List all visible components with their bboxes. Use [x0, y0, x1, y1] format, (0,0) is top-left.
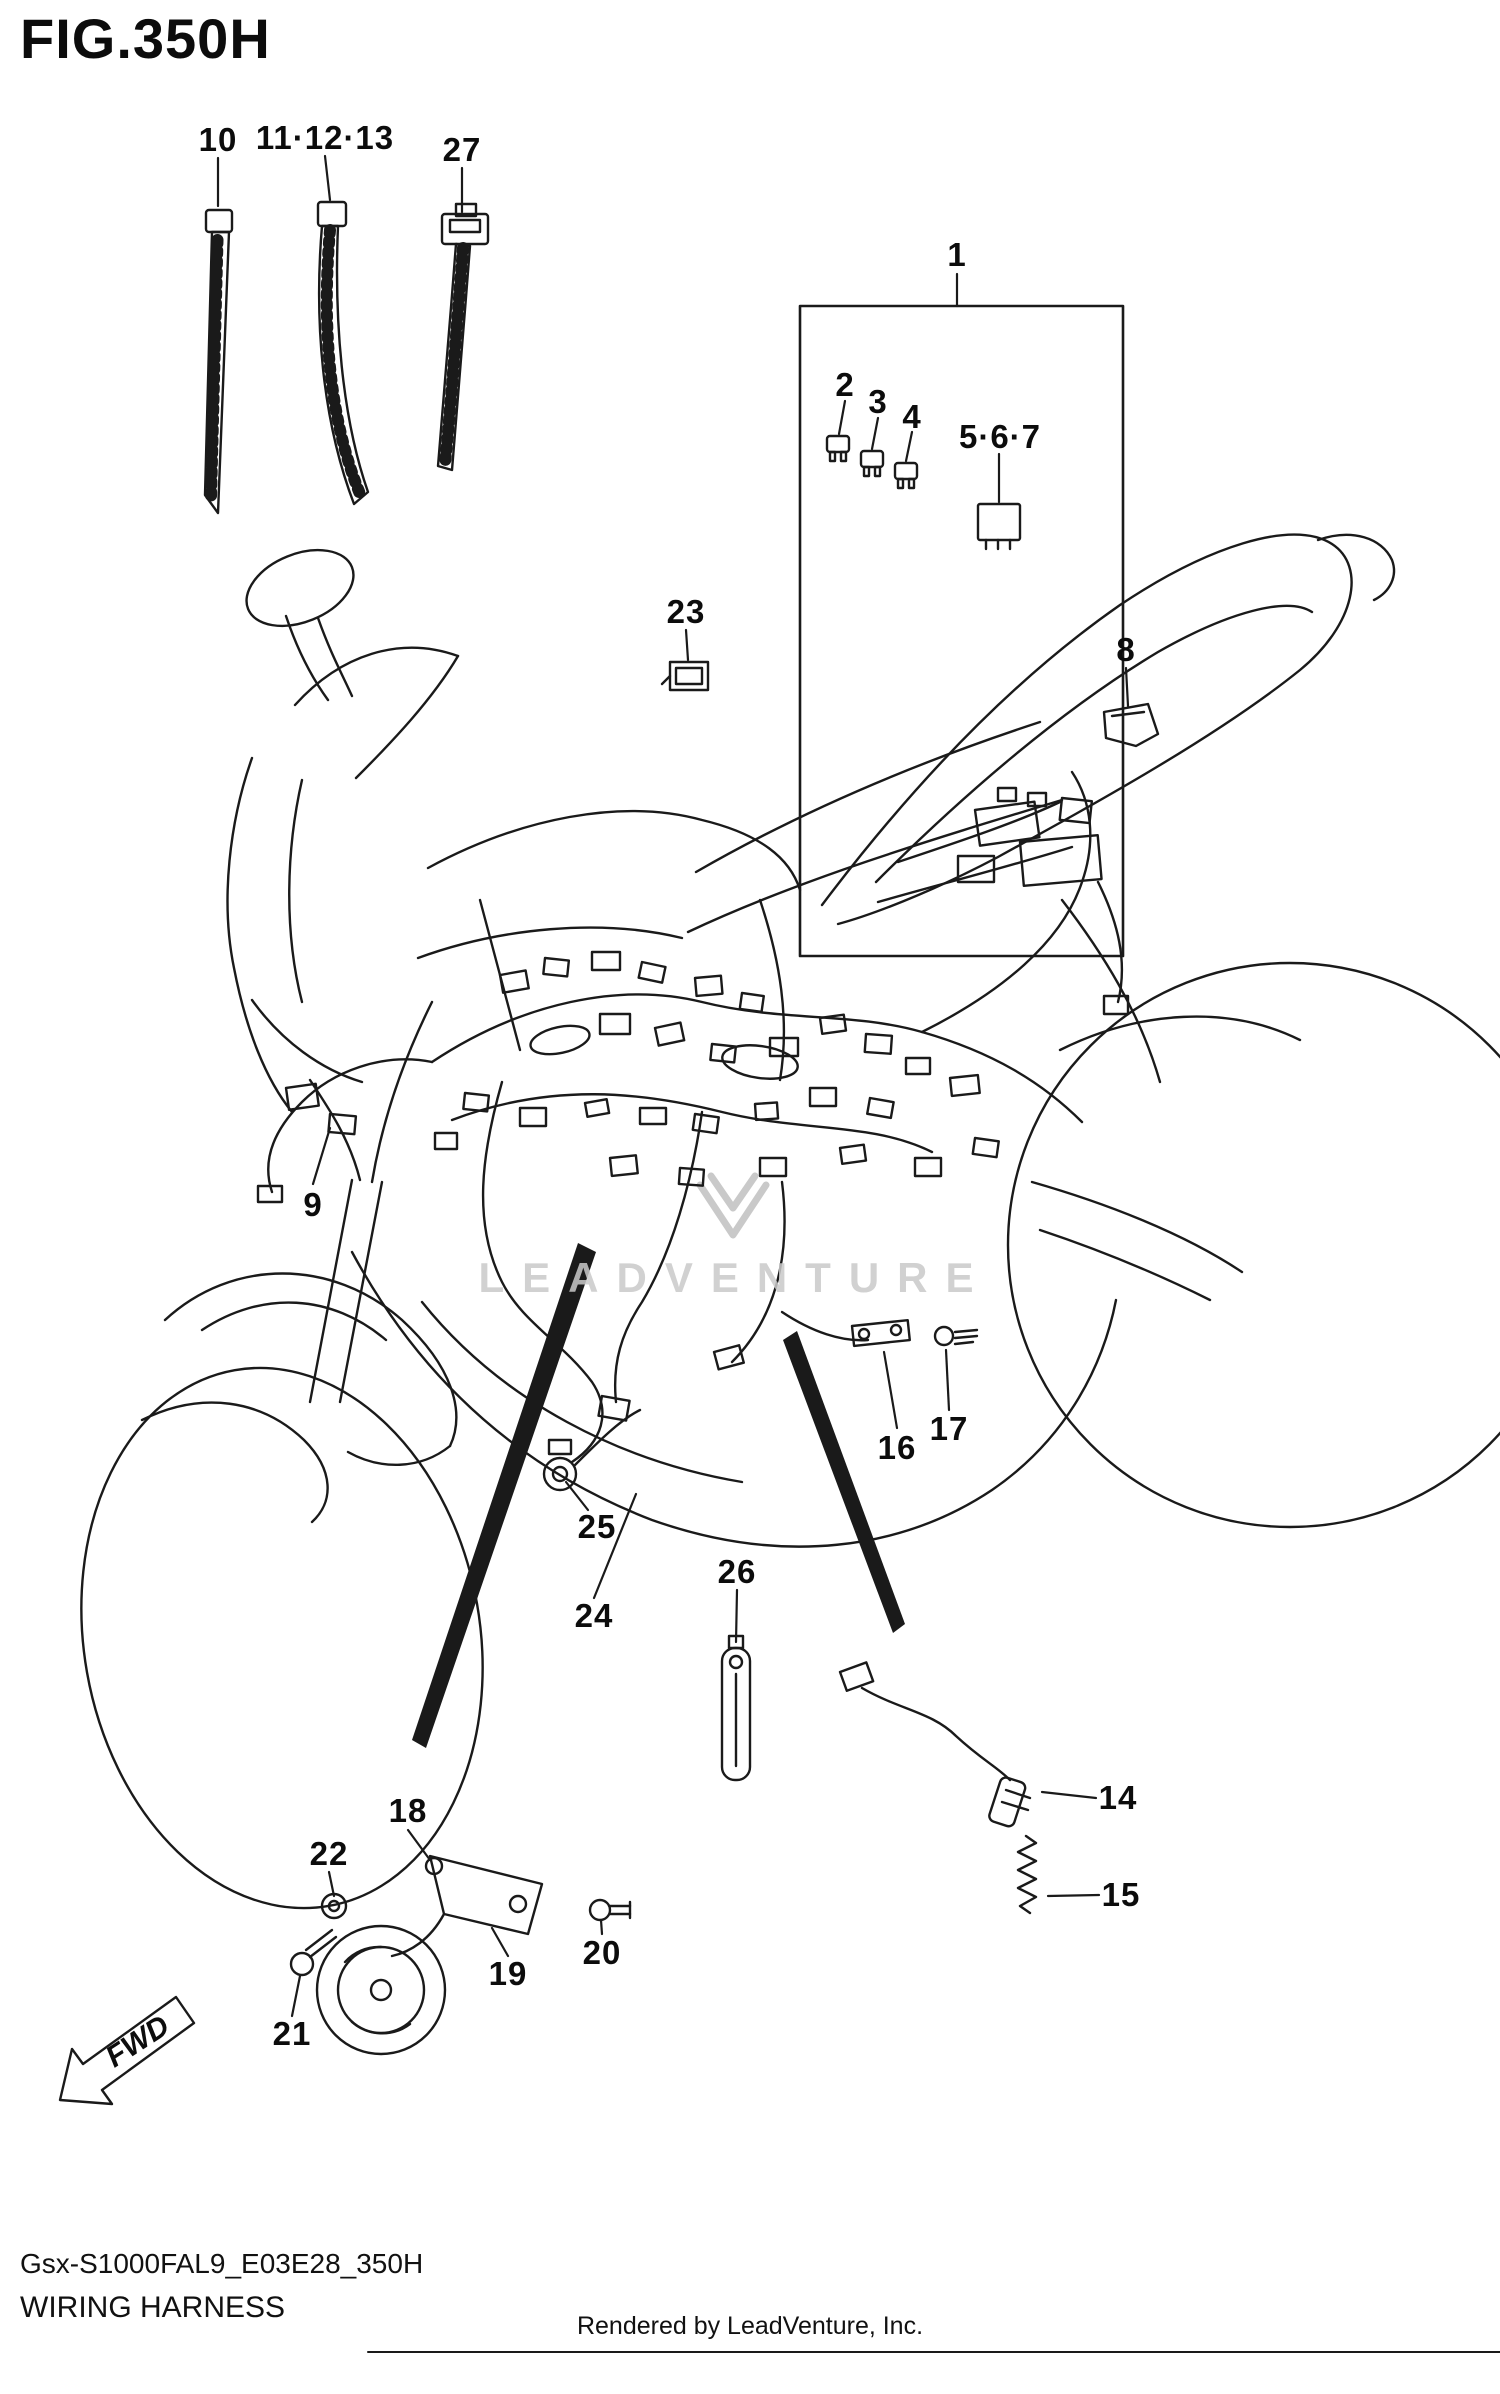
cable-tie-11-12-13-drawing	[316, 200, 370, 506]
connector-23-drawing	[660, 660, 710, 692]
bracket-8-drawing	[1102, 702, 1160, 748]
item-1-boundary-box	[798, 304, 1125, 958]
document-code: Gsx-S1000FAL9_E03E28_350H	[20, 2248, 424, 2279]
harness-connectors	[256, 786, 1130, 1422]
watermark-logo-icon	[696, 1172, 770, 1239]
cable-tie-10-drawing	[203, 208, 234, 515]
watermark-text: LEADVENTURE	[478, 1254, 992, 1301]
figure-title: FIG.350H	[20, 7, 271, 70]
fwd-arrow-icon	[58, 1995, 196, 2106]
pointer-wedges	[412, 1243, 905, 1748]
clamp-27-drawing	[436, 202, 490, 472]
relay-icon	[976, 502, 1022, 551]
motorcycle-outline	[80, 533, 1500, 1910]
strap-26-drawing	[720, 1634, 752, 1782]
part-name-title: WIRING HARNESS	[20, 2291, 286, 2324]
footer-credit: Rendered by LeadVenture, Inc.	[576, 2312, 924, 2340]
side-stand-switch-drawing	[838, 1661, 1038, 1915]
ring-terminal-25-drawing	[542, 1408, 642, 1492]
horn-assembly-drawing	[289, 1854, 632, 2056]
leader-lines	[216, 154, 1130, 2018]
fuse-icons	[825, 434, 919, 490]
sensor-16-17-drawing	[850, 1318, 979, 1348]
wiring-harness-drawing	[267, 770, 1124, 1464]
